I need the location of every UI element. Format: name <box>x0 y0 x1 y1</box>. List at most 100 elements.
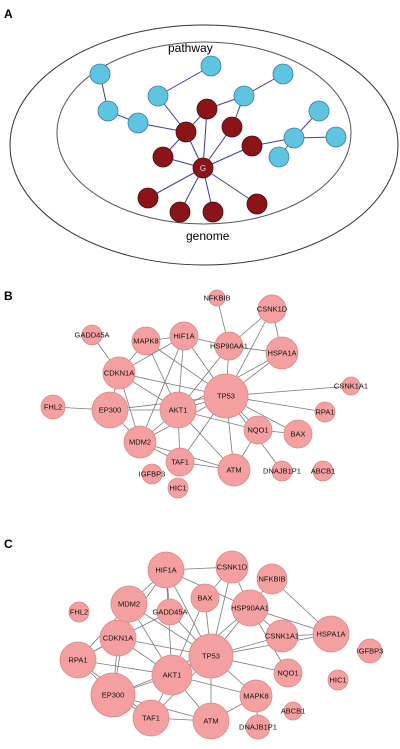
network-node-igfbp3[interactable]: IGFBP3 <box>139 463 166 485</box>
network-node-akt1[interactable]: AKT1 <box>151 654 193 696</box>
network-node-circle <box>312 460 334 482</box>
pathway-node-blue <box>283 127 305 149</box>
network-node-label: BAX <box>197 594 212 603</box>
network-node-cdkn1a[interactable]: CDKN1A <box>99 619 137 657</box>
network-node-mapk8[interactable]: MAPK8 <box>131 326 161 356</box>
network-node-circle <box>151 654 193 696</box>
network-node-fhl2[interactable]: FHL2 <box>68 601 90 623</box>
network-node-hif1a[interactable]: HIF1A <box>147 551 185 589</box>
gene-node-red <box>221 116 243 138</box>
network-node-cdkn1a[interactable]: CDKN1A <box>102 356 136 390</box>
network-node-rpa1[interactable]: RPA1 <box>59 641 97 679</box>
network-node-taf1[interactable]: TAF1 <box>132 699 170 737</box>
network-node-csnk1a1[interactable]: CSNK1A1 <box>334 376 368 396</box>
network-node-hsp90aa1[interactable]: HSP90AA1 <box>210 331 248 361</box>
network-node-circle <box>190 583 220 613</box>
network-node-label: CSNK1D <box>217 563 248 572</box>
network-node-label: TAF1 <box>142 714 160 723</box>
pathway-node-blue <box>308 100 330 122</box>
network-node-label: CSNK1A1 <box>265 632 299 641</box>
network-node-circle <box>215 550 249 584</box>
network-node-label: HSP90AA1 <box>231 604 269 613</box>
network-node-label: MDM2 <box>129 438 151 447</box>
network-node-bax[interactable]: BAX <box>190 583 220 613</box>
panel-b-label: B <box>4 289 13 303</box>
network-node-abcb1[interactable]: ABCB1 <box>281 701 306 721</box>
network-node-circle <box>265 336 299 370</box>
network-node-circle <box>327 669 349 691</box>
gene-node-red <box>241 135 263 157</box>
network-node-circle <box>169 321 199 351</box>
network-node-hic1[interactable]: HIC1 <box>167 477 189 499</box>
network-node-atm[interactable]: ATM <box>217 453 251 487</box>
network-node-circle <box>102 356 136 390</box>
network-node-circle <box>192 702 230 740</box>
network-node-circle <box>273 658 303 688</box>
network-node-circle <box>271 460 293 482</box>
network-node-nfkbib[interactable]: NFKBIB <box>256 563 288 595</box>
network-node-tp53[interactable]: TP53 <box>188 633 234 679</box>
network-node-circle <box>256 563 288 595</box>
network-node-label: AKT1 <box>163 671 182 680</box>
network-node-hic1[interactable]: HIC1 <box>327 669 349 691</box>
network-node-ep300[interactable]: EP300 <box>90 672 136 718</box>
network-node-rpa1[interactable]: RPA1 <box>314 401 336 423</box>
network-node-nqo1[interactable]: NQO1 <box>243 415 273 445</box>
network-node-gadd45a[interactable]: GADD45A <box>74 324 110 346</box>
network-node-label: HIC1 <box>169 484 186 493</box>
network-node-label: FHL2 <box>44 403 62 412</box>
network-node-abcb1[interactable]: ABCB1 <box>311 460 336 482</box>
network-node-hspa1a[interactable]: HSPA1A <box>265 336 299 370</box>
network-node-mapk8[interactable]: MAPK8 <box>239 679 273 713</box>
network-node-taf1[interactable]: TAF1 <box>165 447 195 477</box>
network-node-circle <box>314 401 336 423</box>
network-node-fhl2[interactable]: FHL2 <box>40 394 66 420</box>
network-node-label: RPA1 <box>68 656 87 665</box>
network-node-circle <box>265 619 299 653</box>
network-node-circle <box>131 326 161 356</box>
network-node-csnk1d[interactable]: CSNK1D <box>215 550 249 584</box>
gene-node-red <box>246 193 268 215</box>
network-node-label: IGFBP3 <box>139 470 166 479</box>
network-node-bax[interactable]: BAX <box>283 419 313 449</box>
network-node-hspa1a[interactable]: HSPA1A <box>312 615 350 653</box>
network-node-akt1[interactable]: AKT1 <box>159 391 197 429</box>
network-node-circle <box>147 551 185 589</box>
network-node-label: ATM <box>203 717 218 726</box>
pathway-node-blue <box>325 126 347 148</box>
network-node-tp53[interactable]: TP53 <box>203 373 249 419</box>
network-node-circle <box>245 714 271 740</box>
network-node-circle <box>99 619 137 657</box>
pathway-node-blue <box>89 63 111 85</box>
network-node-csnk1a1[interactable]: CSNK1A1 <box>265 619 299 653</box>
network-node-igfbp3[interactable]: IGFBP3 <box>357 638 384 664</box>
gene-node-red <box>196 98 218 120</box>
network-node-atm[interactable]: ATM <box>192 702 230 740</box>
network-node-hsp90aa1[interactable]: HSP90AA1 <box>231 589 269 627</box>
network-node-csnk1d[interactable]: CSNK1D <box>257 294 288 324</box>
network-node-label: NQO1 <box>247 426 268 435</box>
pathway-node-blue <box>200 55 222 77</box>
network-node-circle <box>156 598 184 626</box>
network-node-mdm2[interactable]: MDM2 <box>123 425 157 459</box>
network-edge <box>139 335 185 443</box>
network-node-label: NQO1 <box>277 669 298 678</box>
network-node-circle <box>40 394 66 420</box>
network-node-hif1a[interactable]: HIF1A <box>169 321 199 351</box>
network-node-circle <box>283 701 303 721</box>
network-node-label: ATM <box>226 466 241 475</box>
network-node-mdm2[interactable]: MDM2 <box>110 585 148 623</box>
network-node-gadd45a[interactable]: GADD45A <box>152 598 188 626</box>
gene-node-red <box>175 121 197 143</box>
network-node-nqo1[interactable]: NQO1 <box>273 658 303 688</box>
network-node-label: HIC1 <box>329 676 346 685</box>
network-node-dnajb1p1[interactable]: DNAJB1P1 <box>239 714 277 740</box>
panel-a-nodes: G <box>89 55 347 223</box>
network-node-dnajb1p1[interactable]: DNAJB1P1 <box>263 460 301 482</box>
network-node-circle <box>59 641 97 679</box>
network-node-ep300[interactable]: EP300 <box>91 391 129 429</box>
network-node-nfkbib[interactable]: NFKBIB <box>203 289 231 307</box>
